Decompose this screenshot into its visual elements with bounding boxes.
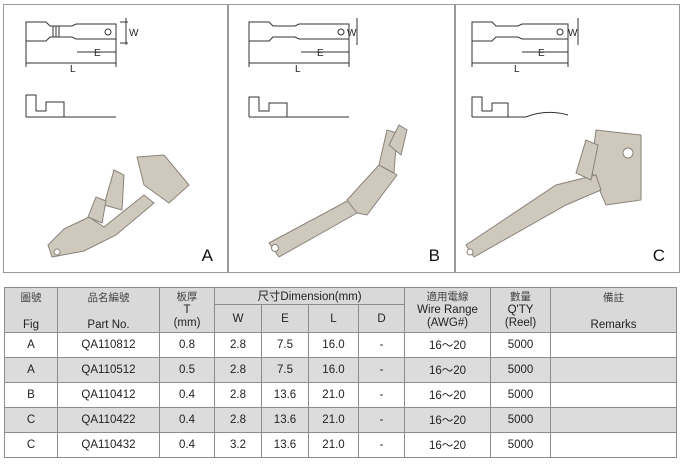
terminal-drawing-b: W E L	[248, 18, 408, 258]
cell-l: 21.0	[308, 407, 359, 433]
cell-l: 21.0	[308, 432, 359, 458]
dim-label-w: W	[347, 28, 357, 39]
cell-e: 13.6	[261, 407, 309, 433]
header-dimension: 尺寸Dimension(mm)	[213, 287, 406, 305]
cell-w: 2.8	[214, 382, 262, 408]
figure-label: C	[652, 246, 665, 265]
cell-t: 0.5	[159, 357, 215, 383]
cell-t: 0.8	[159, 332, 215, 358]
cell-fig: A	[4, 332, 58, 358]
cell-fig: A	[4, 357, 58, 383]
cell-qty: 5000	[490, 432, 552, 458]
cell-d: -	[357, 432, 406, 458]
cell-w: 2.8	[214, 332, 262, 358]
cell-remarks	[550, 382, 678, 408]
cell-t: 0.4	[159, 407, 215, 433]
figure-label: B	[428, 246, 440, 265]
cell-e: 7.5	[261, 332, 309, 358]
cell-remarks	[550, 407, 678, 433]
figure-panel-c: W E L C	[455, 4, 680, 273]
cell-w: 3.2	[214, 432, 262, 458]
cell-l: 16.0	[308, 357, 359, 383]
cell-wire: 16～20	[404, 432, 492, 458]
cell-part: QA110412	[57, 382, 160, 408]
dim-label-e: E	[94, 48, 101, 59]
cell-part: QA110432	[57, 432, 160, 458]
cell-wire: 16～20	[404, 332, 492, 358]
terminal-photo-c	[465, 129, 642, 258]
terminal-drawing-a: W E L	[25, 18, 190, 258]
terminal-photo-b	[268, 124, 408, 258]
cell-remarks	[550, 357, 678, 383]
terminal-photo-a	[47, 154, 190, 258]
cell-wire: 16～20	[404, 407, 492, 433]
cell-fig: C	[4, 407, 58, 433]
cell-fig: C	[4, 432, 58, 458]
cell-wire: 16～20	[404, 357, 492, 383]
cell-e: 7.5	[261, 357, 309, 383]
figure-label: A	[201, 246, 213, 265]
cell-qty: 5000	[490, 357, 552, 383]
cell-d: -	[357, 332, 406, 358]
cell-t: 0.4	[159, 432, 215, 458]
header-l: L	[308, 304, 359, 333]
cell-w: 2.8	[214, 357, 262, 383]
figure-panel-a: W E L A	[3, 4, 228, 273]
cell-d: -	[357, 357, 406, 383]
cell-l: 21.0	[308, 382, 359, 408]
dim-label-l: L	[70, 64, 76, 75]
cell-part: QA110812	[57, 332, 160, 358]
dim-label-l: L	[295, 64, 301, 75]
header-d: D	[357, 304, 406, 333]
cell-d: -	[357, 407, 406, 433]
cell-remarks	[550, 432, 678, 458]
cell-e: 13.6	[261, 432, 309, 458]
dim-label-w: W	[129, 28, 139, 39]
cell-part: QA110512	[57, 357, 160, 383]
cell-qty: 5000	[490, 332, 552, 358]
cell-qty: 5000	[490, 407, 552, 433]
cell-d: -	[357, 382, 406, 408]
cell-wire: 16～20	[404, 382, 492, 408]
cell-t: 0.4	[159, 382, 215, 408]
cell-l: 16.0	[308, 332, 359, 358]
dim-label-e: E	[317, 48, 324, 59]
header-w: W	[214, 304, 262, 333]
terminal-drawing-c: W E L	[465, 18, 642, 258]
cell-remarks	[550, 332, 678, 358]
dim-label-e: E	[538, 48, 545, 59]
cell-qty: 5000	[490, 382, 552, 408]
dim-label-l: L	[514, 64, 520, 75]
cell-e: 13.6	[261, 382, 309, 408]
figure-panel-b: W E L B	[228, 4, 455, 273]
cell-fig: B	[4, 382, 58, 408]
cell-part: QA110422	[57, 407, 160, 433]
cell-w: 2.8	[214, 407, 262, 433]
header-e: E	[261, 304, 309, 333]
dim-label-w: W	[568, 28, 578, 39]
